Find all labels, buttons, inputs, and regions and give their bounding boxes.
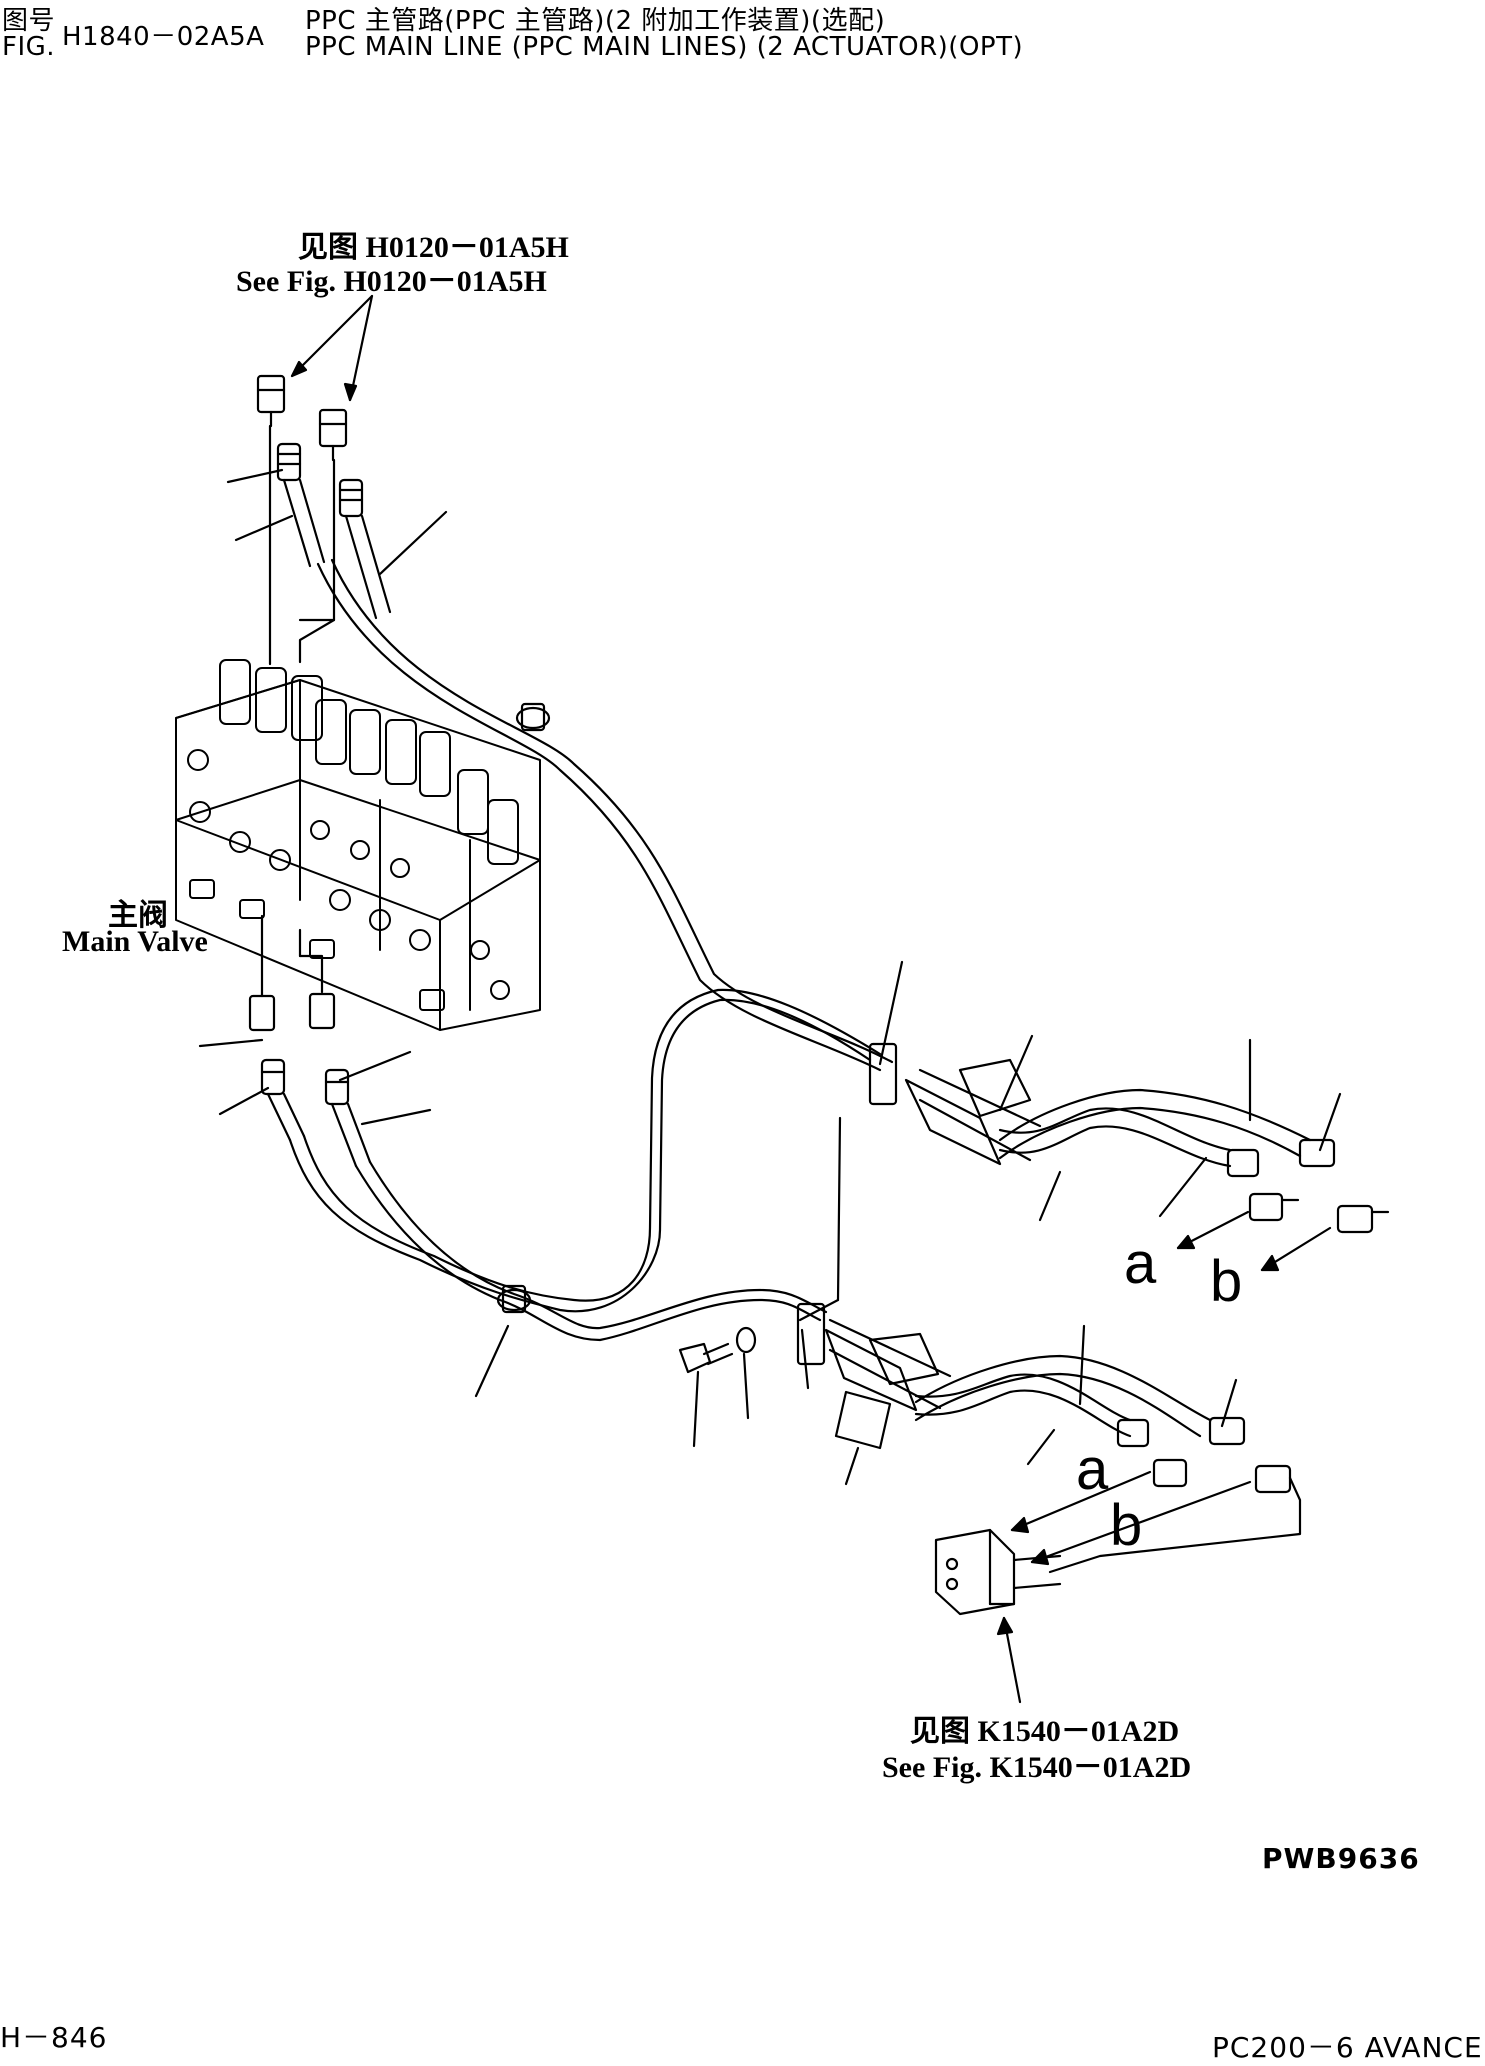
top-fitting-left [258,376,284,426]
port-b-upper-label: b [1210,1249,1243,1314]
bottom-ref-cn: 见图 K1540－01A2D [910,1715,1180,1748]
top-fitting-right [320,410,346,460]
upper-ab-arrows [1178,1212,1330,1270]
top-ref-cn: 见图 H0120－01A5H [298,231,569,264]
lower-bracket-assembly [680,1304,1290,1492]
lower-ab-arrows [1012,1472,1300,1572]
port-a-lower-label: a [1076,1437,1109,1502]
main-valve-label-en: Main Valve [62,925,208,958]
fig-label-en: FIG. [2,32,56,62]
main-valve [176,660,540,1030]
upper-pipe-run [318,560,892,1070]
page-number: H－846 [0,2021,108,2054]
fig-number: H1840－02A5A [62,22,265,52]
top-hose-right [340,480,390,618]
port-a-upper-label: a [1124,1231,1157,1296]
top-leaders [228,426,446,664]
model-label: PC200－6 AVANCE [1212,2031,1483,2064]
drawing-code: PWB9636 [1262,1842,1420,1875]
main-valve-label-cn: 主阀 [108,899,168,932]
upper-leaders [880,962,1340,1220]
bottom-ref-block [936,1530,1060,1702]
top-ref-en: See Fig. H0120－01A5H [236,265,547,298]
bottom-ref-en: See Fig. K1540－01A2D [882,1751,1192,1784]
lower-leaders [200,1040,1236,1484]
lower-pipe-run [290,990,880,1340]
top-ref-arrows [292,296,372,400]
bottom-fittings [250,916,370,1166]
title-cn: PPC 主管路(PPC 主管路)(2 附加工作装置)(选配) [305,6,886,36]
top-hose-left [278,444,324,566]
port-b-lower-label: b [1110,1493,1143,1558]
fig-label-cn: 图号 [2,6,56,36]
upper-bracket-assembly [800,1044,1388,1320]
title-en: PPC MAIN LINE (PPC MAIN LINES) (2 ACTUAT… [305,32,1024,62]
